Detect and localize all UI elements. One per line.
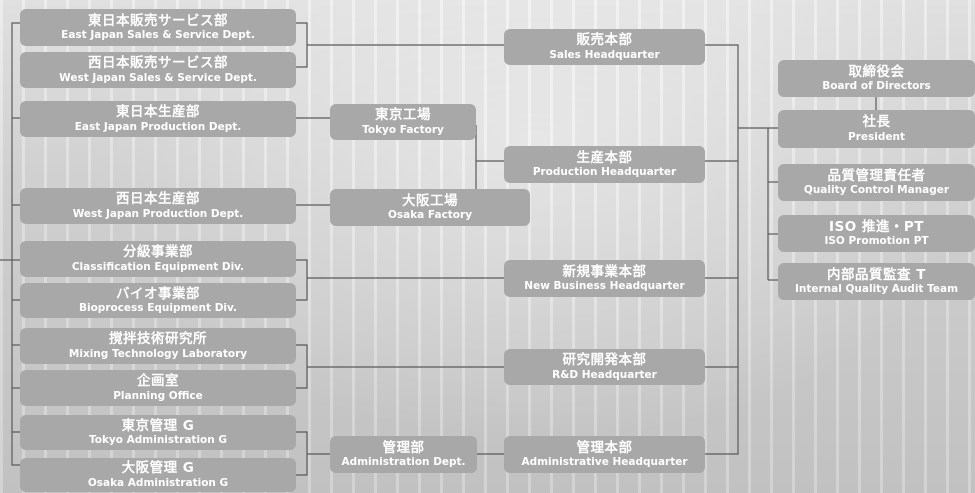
east-production-en: East Japan Production Dept. bbox=[74, 120, 242, 133]
bioprocess-jp: バイオ事業部 bbox=[116, 285, 200, 302]
board-jp: 取締役会 bbox=[848, 63, 905, 80]
osaka-factory-jp: 大阪工場 bbox=[402, 192, 458, 209]
president-box: 社長 President bbox=[778, 110, 975, 148]
iso-pt-box: ISO 推進・PT ISO Promotion PT bbox=[778, 215, 975, 252]
tokyo-admin-box: 東京管理 G Tokyo Administration G bbox=[20, 415, 296, 450]
sales-hq-box: 販売本部 Sales Headquarter bbox=[504, 29, 705, 65]
sales-hq-jp: 販売本部 bbox=[576, 32, 633, 49]
new-business-hq-box: 新規事業本部 New Business Headquarter bbox=[504, 260, 705, 297]
east-sales-box: 東日本販売サービス部 East Japan Sales & Service De… bbox=[20, 9, 296, 46]
production-hq-jp: 生産本部 bbox=[576, 149, 633, 166]
osaka-factory-box: 大阪工場 Osaka Factory bbox=[330, 189, 530, 226]
west-sales-en: West Japan Sales & Service Dept. bbox=[59, 71, 257, 84]
president-jp: 社長 bbox=[862, 114, 891, 131]
osaka-factory-en: Osaka Factory bbox=[387, 209, 473, 222]
admin-hq-jp: 管理本部 bbox=[576, 439, 633, 456]
east-production-box: 東日本生産部 East Japan Production Dept. bbox=[20, 101, 296, 137]
west-production-en: West Japan Production Dept. bbox=[72, 207, 244, 220]
rd-hq-box: 研究開発本部 R&D Headquarter bbox=[504, 349, 705, 385]
new-business-hq-en: New Business Headquarter bbox=[524, 280, 685, 293]
quality-manager-jp: 品質管理責任者 bbox=[827, 167, 926, 184]
osaka-admin-box: 大阪管理 G Osaka Administration G bbox=[20, 458, 296, 492]
mixing-lab-box: 撹拌技術研究所 Mixing Technology Laboratory bbox=[20, 328, 296, 364]
board-en: Board of Directors bbox=[822, 80, 931, 93]
east-production-jp: 東日本生産部 bbox=[116, 104, 200, 121]
audit-team-box: 内部品質監査 T Internal Quality Audit Team bbox=[778, 263, 975, 300]
admin-hq-en: Administrative Headquarter bbox=[521, 456, 688, 469]
tokyo-factory-en: Tokyo Factory bbox=[362, 123, 444, 136]
audit-team-jp: 内部品質監査 T bbox=[827, 266, 926, 283]
new-business-hq-jp: 新規事業本部 bbox=[562, 263, 647, 280]
audit-team-en: Internal Quality Audit Team bbox=[794, 283, 959, 296]
classification-en: Classification Equipment Div. bbox=[71, 260, 245, 273]
rd-hq-en: R&D Headquarter bbox=[552, 368, 657, 381]
west-production-jp: 西日本生産部 bbox=[116, 191, 200, 208]
east-sales-jp: 東日本販売サービス部 bbox=[88, 12, 228, 29]
mixing-lab-en: Mixing Technology Laboratory bbox=[68, 347, 248, 360]
iso-pt-en: ISO Promotion PT bbox=[824, 235, 929, 248]
tokyo-factory-jp: 東京工場 bbox=[375, 107, 431, 124]
west-sales-box: 西日本販売サービス部 West Japan Sales & Service De… bbox=[20, 52, 296, 88]
quality-manager-en: Quality Control Manager bbox=[803, 184, 950, 197]
quality-manager-box: 品質管理責任者 Quality Control Manager bbox=[778, 164, 975, 201]
rd-hq-jp: 研究開発本部 bbox=[562, 352, 647, 369]
mixing-lab-jp: 撹拌技術研究所 bbox=[109, 331, 207, 348]
iso-pt-jp: ISO 推進・PT bbox=[828, 218, 925, 235]
bioprocess-en: Bioprocess Equipment Div. bbox=[78, 302, 237, 315]
west-sales-jp: 西日本販売サービス部 bbox=[88, 55, 228, 72]
tokyo-factory-box: 東京工場 Tokyo Factory bbox=[330, 104, 476, 140]
president-en: President bbox=[848, 130, 905, 143]
west-production-box: 西日本生産部 West Japan Production Dept. bbox=[20, 188, 296, 224]
east-sales-en: East Japan Sales & Service Dept. bbox=[61, 29, 255, 42]
admin-hq-box: 管理本部 Administrative Headquarter bbox=[504, 436, 705, 473]
admin-dept-jp: 管理部 bbox=[382, 439, 425, 456]
tokyo-admin-en: Tokyo Administration G bbox=[88, 434, 228, 447]
production-hq-en: Production Headquarter bbox=[532, 166, 677, 179]
planning-box: 企画室 Planning Office bbox=[20, 370, 296, 406]
sales-hq-en: Sales Headquarter bbox=[549, 48, 660, 61]
board-box: 取締役会 Board of Directors bbox=[778, 60, 975, 97]
production-hq-box: 生産本部 Production Headquarter bbox=[504, 146, 705, 183]
classification-box: 分級事業部 Classification Equipment Div. bbox=[20, 241, 296, 277]
admin-dept-box: 管理部 Administration Dept. bbox=[330, 436, 477, 473]
tokyo-admin-jp: 東京管理 G bbox=[121, 417, 195, 434]
planning-jp: 企画室 bbox=[137, 373, 179, 390]
planning-en: Planning Office bbox=[113, 389, 203, 402]
admin-dept-en: Administration Dept. bbox=[341, 456, 466, 469]
osaka-admin-en: Osaka Administration G bbox=[87, 476, 229, 489]
osaka-admin-jp: 大阪管理 G bbox=[121, 460, 195, 477]
classification-jp: 分級事業部 bbox=[123, 244, 193, 261]
bioprocess-box: バイオ事業部 Bioprocess Equipment Div. bbox=[20, 283, 296, 318]
